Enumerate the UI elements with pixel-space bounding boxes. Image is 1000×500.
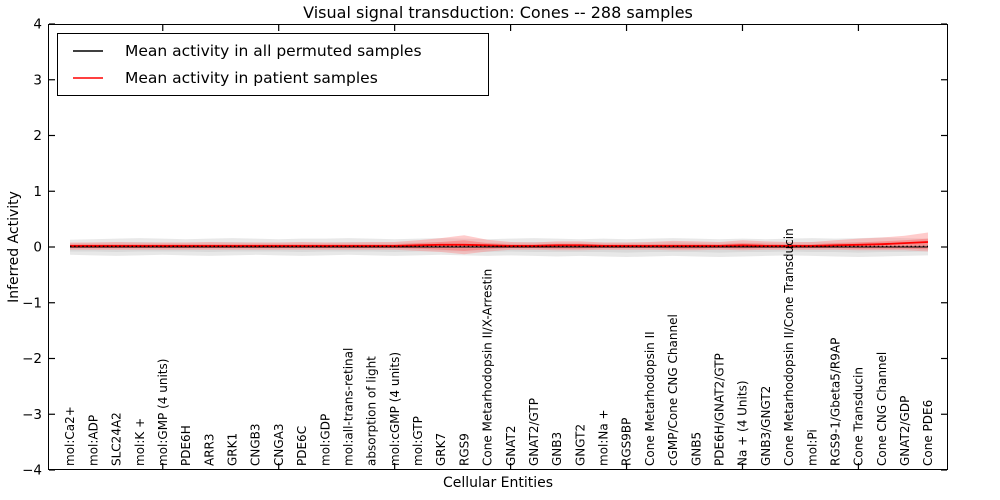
y-tick-label: 4 (33, 17, 42, 33)
x-category-label: mol:GMP (4 units) (156, 359, 170, 466)
x-category-label: GRK7 (434, 433, 448, 466)
x-category-label: Cone PDE6 (921, 400, 935, 466)
x-category-label: Na + (4 Units) (736, 380, 750, 466)
y-tick-label: −2 (22, 351, 42, 367)
x-category-label: absorption of light (365, 356, 379, 466)
y-tick-label: 1 (33, 184, 42, 200)
y-tick-label: −3 (22, 407, 42, 423)
x-category-label: CNGB3 (249, 423, 263, 466)
x-category-label: mol:K + (133, 418, 147, 466)
x-category-label: Cone Metarhodopsin II/Cone Transducin (782, 228, 796, 466)
legend: Mean activity in all permuted samples Me… (57, 33, 489, 96)
x-category-label: Cone CNG Channel (875, 352, 889, 466)
x-axis-title: Cellular Entities (442, 475, 554, 491)
x-category-label: GNGT2 (573, 424, 587, 466)
y-tick-label: −1 (22, 295, 42, 311)
legend-entry-permuted: Mean activity in all permuted samples (58, 42, 488, 60)
legend-line-patient-icon (73, 76, 103, 79)
axes-frame (48, 24, 948, 470)
x-category-label: Cone Transducin (852, 367, 866, 466)
x-category-label: mol:Pi (805, 429, 819, 466)
x-category-label: mol:ADP (86, 415, 100, 466)
y-tick-label: −4 (22, 463, 42, 479)
y-tick-label: 2 (33, 128, 42, 144)
x-category-label: mol:GDP (318, 414, 332, 466)
x-category-label: CNGA3 (272, 424, 286, 467)
x-category-label: mol:cGMP (4 units) (388, 352, 402, 466)
x-category-label: PDE6C (295, 426, 309, 466)
y-tick-label: 3 (33, 72, 42, 88)
x-category-label: RGS9 (457, 433, 471, 466)
x-category-label: GNAT2/GDP (898, 396, 912, 466)
x-category-label: mol:Ca2+ (63, 406, 77, 466)
chart-title: Visual signal transduction: Cones -- 288… (303, 3, 693, 22)
x-category-label: ARR3 (202, 433, 216, 466)
legend-line-permuted-icon (73, 50, 103, 53)
x-category-label: SLC24A2 (110, 412, 124, 466)
x-category-label: mol:Na + (597, 409, 611, 466)
x-category-label: mol:GTP (411, 416, 425, 466)
x-category-label: RGS9-1/Gbeta5/R9AP (828, 338, 842, 466)
x-category-label: PDE6H (179, 425, 193, 466)
x-category-label: GRK1 (226, 433, 240, 466)
y-axis-title: Inferred Activity (6, 191, 22, 303)
x-category-label: GNAT2/GTP (527, 398, 541, 466)
x-category-label: GNB3/GNGT2 (759, 386, 773, 466)
x-category-label: PDE6H/GNAT2/GTP (713, 353, 727, 466)
x-category-label: RGS9BP (620, 418, 634, 466)
series-line-patient (70, 241, 929, 247)
y-tick-label: 0 (33, 240, 42, 256)
legend-label-permuted: Mean activity in all permuted samples (125, 42, 422, 61)
x-category-label: Cone Metarhodopsin II (643, 331, 657, 466)
x-category-label: mol:all-trans-retinal (342, 348, 356, 466)
band-patient-outer (70, 232, 928, 255)
x-category-label: GNB3 (550, 432, 564, 466)
legend-entry-patient: Mean activity in patient samples (58, 69, 488, 87)
x-category-label: GNAT2 (504, 425, 518, 466)
x-category-label: Cone Metarhodopsin II/X-Arrestin (481, 269, 495, 466)
legend-label-patient: Mean activity in patient samples (125, 68, 378, 87)
x-category-label: GNB5 (689, 432, 703, 466)
x-category-label: cGMP/Cone CNG Channel (666, 314, 680, 466)
